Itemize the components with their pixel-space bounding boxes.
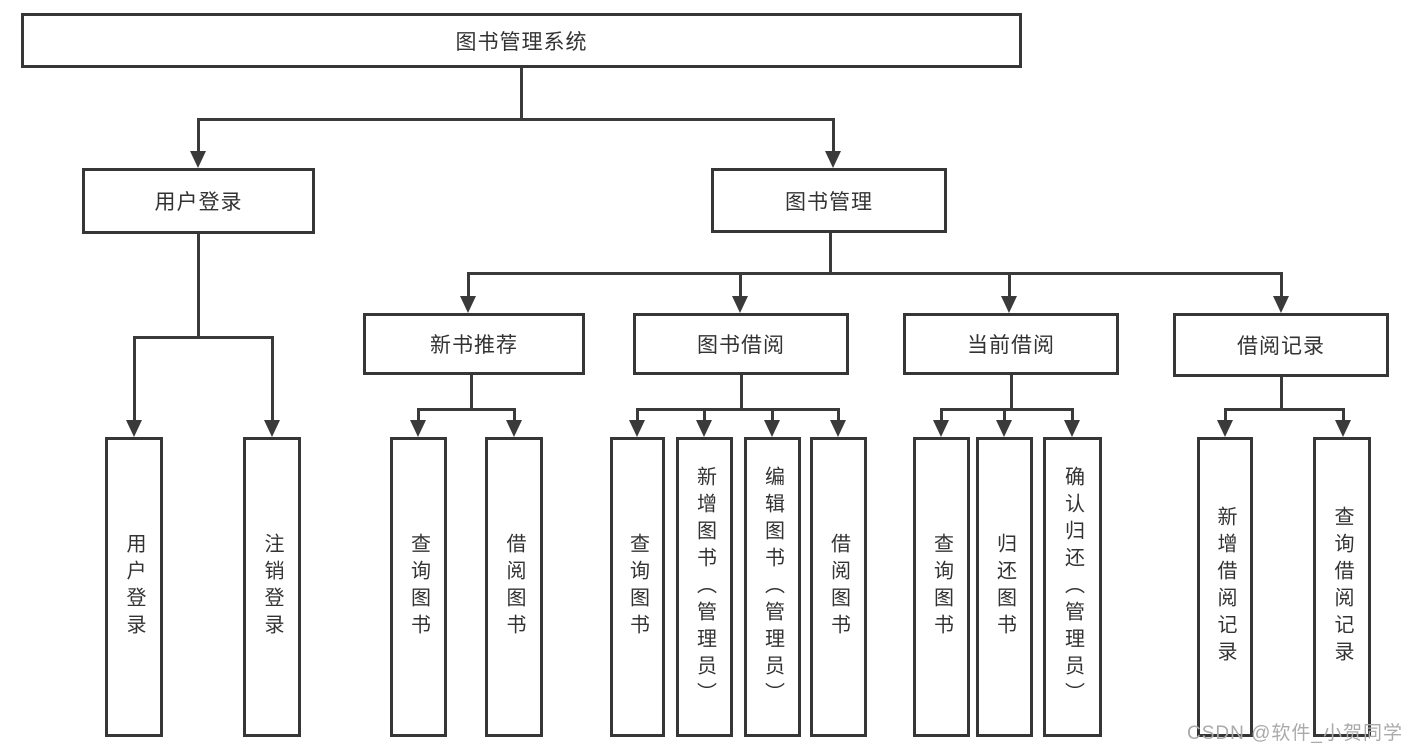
connector-root-stem [520,68,523,118]
connector-root-split [197,118,835,121]
arrow-down-icon [696,420,712,437]
node-current-borrow: 当前借阅 [903,313,1119,375]
connector-recommend-split [417,408,516,411]
connector-drop-recommend [467,272,470,296]
connector-current-split [940,408,1073,411]
node-user-login: 用户登录 [82,168,315,234]
arrow-down-icon [996,420,1012,437]
connector-drop [771,408,774,420]
arrow-down-icon [933,420,949,437]
node-new-book-recommend: 新书推荐 [363,313,585,375]
connector-drop [1224,408,1227,420]
connector-login-stem [197,234,200,336]
leaf-edit-book-admin: 编辑图书（管理员） [744,437,801,737]
connector-drop [1003,408,1006,420]
connector-drop-borrow [739,272,742,296]
connector-drop [513,408,516,420]
arrow-down-icon [506,420,522,437]
connector-borrow-stem [740,375,743,408]
connector-drop [940,408,943,420]
arrow-down-icon [629,420,645,437]
leaf-user-login: 用户登录 [105,437,163,737]
arrow-down-icon [1001,296,1017,313]
csdn-watermark: CSDN @软件_小贺同学 [1187,723,1403,744]
arrow-down-icon [460,296,476,313]
leaf-confirm-return-admin: 确认归还（管理员） [1043,437,1102,737]
connector-drop [1342,408,1345,420]
arrow-down-icon [1335,420,1351,437]
connector-manage-stem [829,233,832,272]
leaf-add-book-admin: 新增图书（管理员） [676,437,733,737]
connector-drop [703,408,706,420]
arrow-down-icon [764,420,780,437]
connector-drop [636,408,639,420]
leaf-logout: 注销登录 [243,437,301,737]
connector-manage-split [467,272,1283,275]
connector-drop-book-management [832,118,835,151]
leaf-borrow-books: 借阅图书 [810,437,867,737]
arrow-down-icon [830,420,846,437]
connector-recommend-stem [470,375,473,408]
arrow-down-icon [825,151,841,168]
connector-drop-leaf-login [133,336,136,420]
leaf-query-borrow-record: 查询借阅记录 [1313,437,1371,737]
leaf-query-books-recommend: 查询图书 [390,437,447,737]
arrow-down-icon [410,420,426,437]
connector-drop [1071,408,1074,420]
leaf-query-books-current: 查询图书 [913,437,970,737]
connector-login-split [133,336,274,339]
leaf-return-book: 归还图书 [976,437,1033,737]
arrow-down-icon [264,420,280,437]
arrow-down-icon [190,151,206,168]
arrow-down-icon [126,420,142,437]
arrow-down-icon [1064,420,1080,437]
node-root: 图书管理系统 [21,13,1022,68]
arrow-down-icon [1273,296,1289,313]
connector-drop-user-login [197,118,200,151]
node-book-management: 图书管理 [711,168,947,233]
connector-current-stem [1010,375,1013,408]
connector-borrow-split [636,408,840,411]
leaf-borrow-books-recommend: 借阅图书 [485,437,543,737]
connector-drop-records [1280,272,1283,296]
node-borrow-records: 借阅记录 [1173,313,1389,377]
connector-records-stem [1280,377,1283,408]
arrow-down-icon [732,296,748,313]
connector-drop [837,408,840,420]
leaf-add-borrow-record: 新增借阅记录 [1197,437,1253,737]
leaf-query-books-borrow: 查询图书 [610,437,665,737]
connector-drop [417,408,420,420]
connector-drop-leaf-logout [271,336,274,420]
connector-drop-current [1008,272,1011,296]
arrow-down-icon [1217,420,1233,437]
connector-records-split [1224,408,1344,411]
node-book-borrow: 图书借阅 [633,313,849,375]
